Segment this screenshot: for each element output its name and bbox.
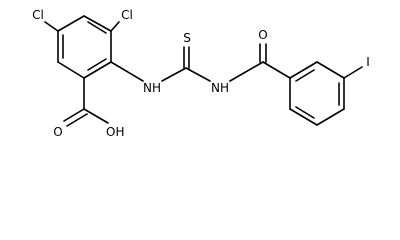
ring-double-bond [295, 69, 315, 82]
carbonyl-ring-bond [262, 61, 291, 79]
ring-bond [57, 61, 85, 79]
ring-bond [57, 15, 85, 32]
carbonyl-oxygen-label: O [258, 28, 267, 42]
c-cl-bond-right [110, 21, 120, 32]
ring-bond [316, 61, 345, 79]
ring-bond [83, 61, 112, 79]
nh-label-left: NH [143, 81, 161, 95]
acid-oxygen-label: O [53, 125, 62, 139]
n-c-bond [161, 67, 187, 82]
chlorine-label-left: Cl [32, 8, 44, 22]
c-cl-bond-left [44, 21, 59, 32]
chlorine-label-right: Cl [121, 8, 133, 22]
hydroxyl-label: OH [106, 125, 124, 139]
dichlorobenzoic-ring [57, 15, 112, 79]
ring-double-bond [295, 106, 315, 119]
c-o-double-bond [63, 108, 85, 122]
c-i-bond [343, 66, 363, 79]
c-n-bond [110, 61, 144, 82]
sulfur-label: S [183, 31, 191, 45]
iodobenzene-ring [289, 61, 345, 126]
ring-bond [83, 15, 112, 32]
ring-double-bond [87, 21, 107, 34]
ring-bond [316, 108, 345, 126]
ring-bond [289, 108, 318, 126]
c-oh-bond [83, 108, 109, 124]
c-o-double-bond [66, 113, 88, 127]
c-n-bond [185, 67, 211, 82]
nh-label-right: NH [211, 81, 229, 95]
n-carbonyl-bond [229, 61, 264, 82]
chemical-structure-diagram: Cl Cl NH S NH O I O OH [32, 8, 370, 139]
ring-bond [289, 61, 318, 79]
iodine-label: I [366, 55, 370, 69]
ring-double-bond [87, 58, 107, 71]
